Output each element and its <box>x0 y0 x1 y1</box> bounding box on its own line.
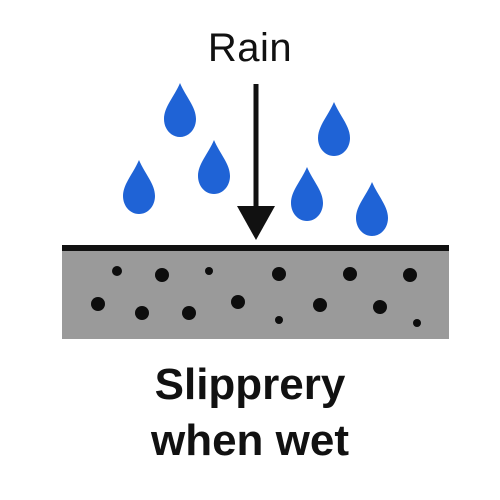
pebble <box>272 267 286 281</box>
pebble <box>231 295 245 309</box>
raindrop-icon <box>164 83 196 137</box>
pebble <box>403 268 417 282</box>
wet-ground-surface <box>62 251 449 339</box>
raindrop-icon <box>356 182 388 236</box>
caption-line-2: when wet <box>150 416 350 465</box>
pebble <box>313 298 327 312</box>
pebble <box>135 306 149 320</box>
pebble <box>182 306 196 320</box>
pebble <box>205 267 213 275</box>
pebble <box>91 297 105 311</box>
raindrop-icon <box>318 102 350 156</box>
pebble-pattern <box>91 266 421 327</box>
rain-label: Rain <box>207 26 293 70</box>
pebble <box>343 267 357 281</box>
raindrop-icon <box>123 160 155 214</box>
caption-line-1: Slipprery <box>154 360 346 409</box>
pebble <box>155 268 169 282</box>
pebble <box>373 300 387 314</box>
pebble <box>112 266 122 276</box>
surface-edge-line <box>62 245 449 251</box>
down-arrow-icon <box>237 84 275 240</box>
pebble <box>413 319 421 327</box>
raindrop-icon <box>198 140 230 194</box>
raindrop-icon <box>291 167 323 221</box>
pebble <box>275 316 283 324</box>
